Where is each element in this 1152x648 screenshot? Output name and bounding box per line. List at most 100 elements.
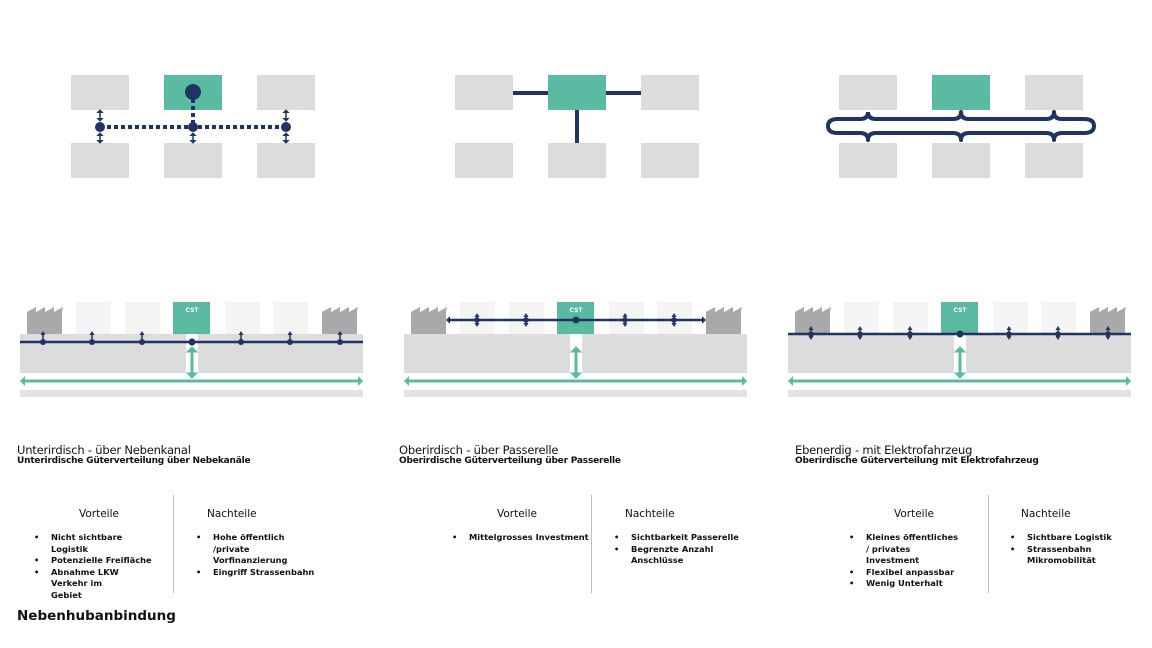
factory-icon [411, 307, 447, 334]
node [238, 339, 244, 345]
hub-node [572, 316, 580, 324]
vertical-connection-arrow-head [953, 372, 967, 379]
node [523, 317, 529, 323]
node [857, 331, 863, 337]
connection-arrow-head [808, 336, 814, 340]
street-arrow-head [404, 376, 409, 386]
connection-arrow-head [96, 140, 104, 144]
connection-arrow-head [1006, 326, 1012, 330]
divider [591, 495, 592, 593]
divider [988, 495, 989, 593]
list-item: Sichtbarkeit Passerelle [614, 532, 744, 544]
connection-arrow-head [282, 118, 290, 122]
node [89, 339, 95, 345]
building-block [455, 143, 513, 178]
pros-heading: Vorteile [894, 508, 934, 520]
connection-arrow-head [282, 109, 290, 113]
vertical-connection-arrow-head [185, 372, 199, 379]
ground-block [20, 334, 186, 373]
building [125, 302, 160, 334]
hub-block [932, 75, 990, 110]
list-item: Abnahme LKW Verkehr im Gebiet [34, 567, 131, 602]
variant-subtitle: Oberirdische Güterverteilung mit Elektro… [795, 456, 1039, 466]
list-item: Begrenzte Anzahl Anschlüsse [614, 544, 716, 567]
ground-block [404, 334, 570, 373]
connection-arrow-head [96, 132, 104, 136]
connection-arrow-head [89, 331, 95, 335]
list-item: Nicht sichtbare Logistik [34, 532, 154, 555]
connection-arrow-head [189, 140, 197, 144]
node [808, 331, 814, 337]
hub-node [956, 330, 964, 338]
connection-arrow-head [1055, 336, 1061, 340]
list-item: Kleines öffentliches / privates Investme… [849, 532, 961, 567]
connection-arrow-head [907, 326, 913, 330]
node [281, 122, 291, 132]
building-block [932, 143, 990, 178]
cst-hub [941, 302, 978, 334]
building-block [71, 143, 129, 178]
ground-block [198, 334, 363, 373]
building-block [641, 143, 699, 178]
list-item: Wenig Unterhalt [849, 578, 979, 590]
connection-arrow-head [622, 323, 628, 327]
cst-label: CST [570, 307, 584, 314]
connection-arrow-head [671, 313, 677, 317]
connection-arrow-head [96, 118, 104, 122]
vertical-connection-arrow-head [185, 346, 199, 353]
building [225, 302, 260, 334]
list-item: Strassenbahn Mikromobilität [1010, 544, 1107, 567]
bridge-line-head [702, 316, 706, 324]
node [1105, 331, 1111, 337]
variant-title: Ebenerdig - mit Elektrofahrzeug [795, 443, 973, 457]
building-block [455, 75, 513, 110]
building [76, 302, 111, 334]
connection-arrow-head [671, 323, 677, 327]
connection-arrow-head [808, 326, 814, 330]
connection-arrow-head [907, 336, 913, 340]
variant-title: Oberirdisch - über Passerelle [399, 443, 559, 457]
street-arrow-head [742, 376, 747, 386]
factory-icon [795, 307, 831, 334]
cons-list: Sichtbare Logistik Strassenbahn Mikromob… [1010, 532, 1140, 567]
cons-list: Hohe öffentlich /private Vorfinanzierung… [196, 532, 326, 578]
street-arrow-head [358, 376, 363, 386]
ground-block [788, 334, 954, 373]
street-arrow-head [788, 376, 793, 386]
hub-node [188, 338, 196, 346]
divider [173, 495, 174, 593]
building-block [1025, 75, 1083, 110]
hub-block [548, 75, 606, 110]
street-bar [404, 390, 747, 397]
building-block [257, 143, 315, 178]
list-item: Flexibel anpassbar [849, 567, 979, 579]
list-item: Sichtbare Logistik [1010, 532, 1140, 544]
building-block [71, 75, 129, 110]
node [95, 122, 105, 132]
connection-arrow-head [1006, 336, 1012, 340]
connection-arrow-head [282, 132, 290, 136]
cons-heading: Nachteile [1021, 508, 1071, 520]
hub-node [185, 84, 201, 100]
connection-arrow-head [337, 331, 343, 335]
variant-subtitle: Unterirdische Güterverteilung über Nebek… [17, 456, 251, 466]
building-block [839, 143, 897, 178]
vertical-connection-arrow-head [569, 346, 583, 353]
connection-arrow-head [857, 326, 863, 330]
connection-arrow-head [622, 313, 628, 317]
vertical-connection-arrow-head [953, 346, 967, 353]
connection-arrow-head [1055, 326, 1061, 330]
building [273, 302, 308, 334]
building-block [839, 75, 897, 110]
node [1055, 331, 1061, 337]
ground-block [582, 334, 747, 373]
bridge-line-head [446, 316, 450, 324]
connection-arrow-head [474, 323, 480, 327]
connection-arrow-head [189, 132, 197, 136]
ground-block [966, 334, 1131, 373]
vehicle-loop [826, 110, 1096, 142]
connection-arrow-head [523, 313, 529, 317]
factory-icon [1090, 307, 1126, 334]
connection-arrow-head [96, 109, 104, 113]
